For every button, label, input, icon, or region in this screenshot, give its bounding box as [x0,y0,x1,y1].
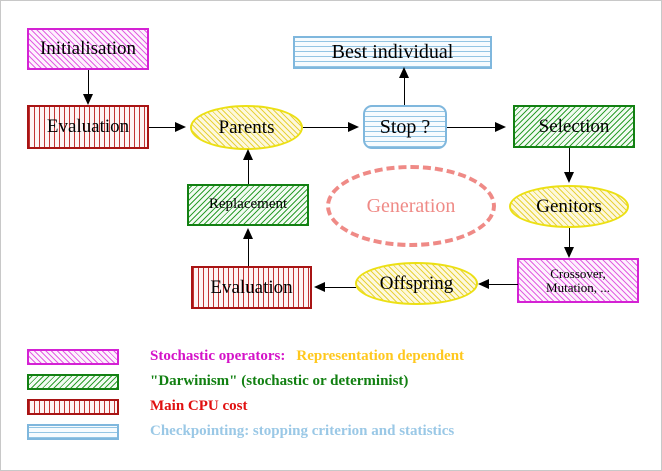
legend-label-stochastic-operators: Stochastic operators: Representation depe… [150,348,464,365]
connector-parents-to-stop [303,127,357,128]
legend-swatch-darwinism [27,373,119,390]
legend-row: Main CPU cost [27,394,627,419]
connector-replacement-to-parents [248,158,249,184]
connector-initialisation-to-evaluation [88,70,89,97]
arrowhead-initialisation-to-evaluation [83,94,93,105]
arrowhead-replacement-to-parents [243,149,253,160]
arrowhead-evaluation-to-parents [175,122,186,132]
node-offspring-label: Offspring [379,272,454,294]
arrowhead-crossover-to-offspring [478,279,489,289]
connector-genitors-to-crossover [569,228,570,250]
arrowhead-stop-to-selection [495,122,506,132]
legend-text-secondary: Representation dependent [296,348,465,364]
legend-swatch-main-cpu-cost [27,398,119,415]
legend-row: "Darwinism" (stochastic or determinist) [27,369,627,394]
arrowhead-selection-to-genitors [564,172,574,183]
node-crossover-mutation-label-line2: Mutation, ... [546,279,610,295]
legend: Stochastic operators: Representation depe… [27,344,627,444]
node-genitors[interactable]: Genitors [509,185,629,228]
node-best-individual[interactable]: Best individual [293,36,492,69]
legend-label-main-cpu-cost: Main CPU cost [150,398,248,415]
arrowhead-evaluation-to-replacement [243,228,253,239]
legend-text-primary: Stochastic operators: [150,348,286,364]
node-crossover-mutation-label-line1: Crossover, [550,265,606,281]
node-stop-label: Stop ? [379,115,431,138]
arrowhead-offspring-to-evaluation [314,282,325,292]
node-replacement[interactable]: Replacement [187,184,309,226]
legend-label-checkpointing: Checkpointing: stopping criterion and st… [150,423,454,440]
node-initialisation[interactable]: Initialisation [27,28,149,70]
legend-swatch-stochastic-operators [27,348,119,365]
connector-selection-to-genitors [569,148,570,174]
arrowhead-parents-to-stop [348,122,359,132]
node-generation-label: Generation [366,194,456,217]
connector-offspring-to-evaluation [324,287,356,288]
connector-evaluation-to-replacement [248,235,249,266]
node-selection[interactable]: Selection [513,105,635,148]
node-selection-label: Selection [538,115,610,137]
node-evaluation-top[interactable]: Evaluation [27,105,149,149]
legend-text-primary: Checkpointing: stopping criterion and st… [150,423,455,439]
node-parents[interactable]: Parents [190,105,303,150]
legend-row: Stochastic operators: Representation depe… [27,344,627,369]
legend-text-primary: Main CPU cost [150,398,248,414]
connector-evaluation-to-parents [149,127,183,128]
arrowhead-stop-to-best-individual [399,67,409,78]
node-evaluation-bottom[interactable]: Evaluation [191,266,312,309]
connector-stop-to-selection [447,127,499,128]
node-stop[interactable]: Stop ? [363,105,447,149]
node-offspring[interactable]: Offspring [355,262,478,305]
legend-text-primary: "Darwinism" (stochastic or determinist) [150,373,409,389]
legend-swatch-checkpointing [27,423,119,440]
node-generation: Generation [326,165,496,247]
node-best-individual-label: Best individual [331,41,454,63]
node-crossover-mutation[interactable]: Crossover, Mutation, ... [517,258,639,303]
connector-crossover-to-offspring [488,284,518,285]
node-parents-label: Parents [218,116,275,138]
connector-stop-to-best-individual [404,75,405,105]
legend-row: Checkpointing: stopping criterion and st… [27,419,627,444]
node-evaluation-top-label: Evaluation [46,116,130,138]
arrowhead-genitors-to-crossover [564,247,574,258]
node-replacement-label: Replacement [208,196,288,213]
legend-label-darwinism: "Darwinism" (stochastic or determinist) [150,373,408,390]
node-genitors-label: Genitors [536,195,602,217]
node-evaluation-bottom-label: Evaluation [210,276,293,298]
node-initialisation-label: Initialisation [39,38,137,60]
